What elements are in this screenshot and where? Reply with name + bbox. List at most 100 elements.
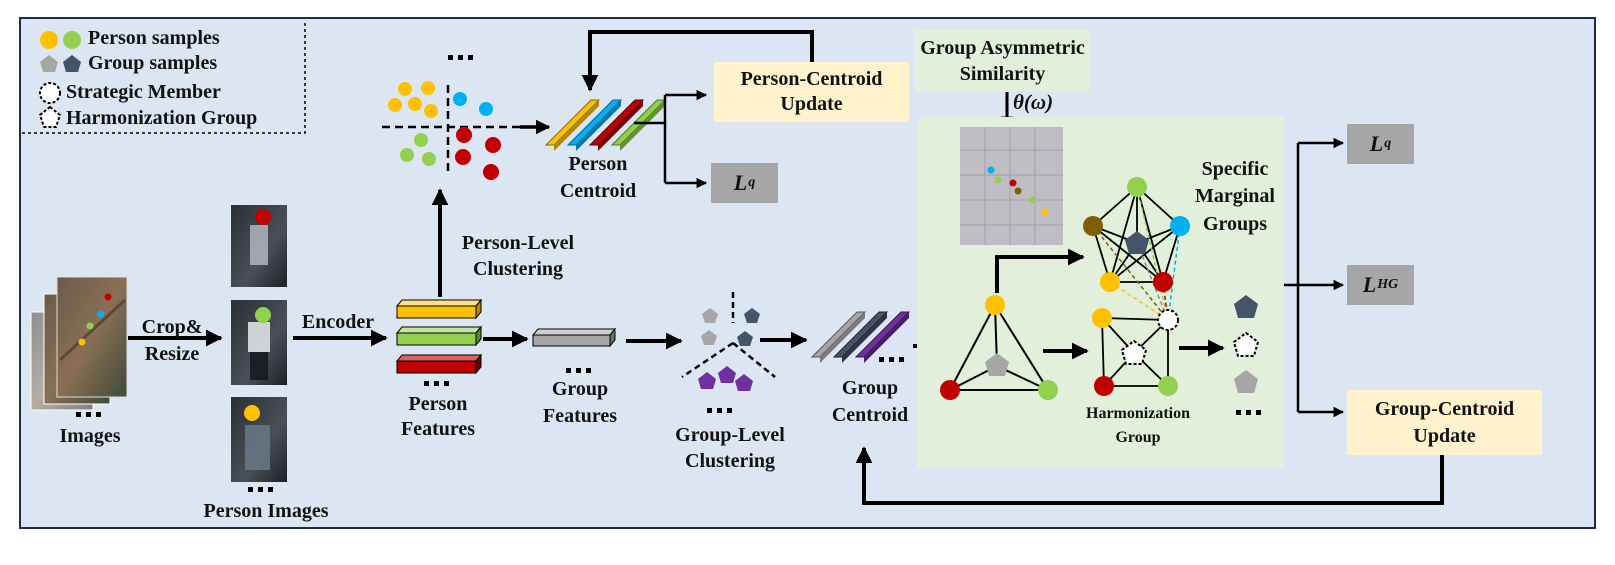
group-cluster-divider-r bbox=[732, 342, 776, 378]
person-sample-red bbox=[485, 137, 501, 153]
group-centroid-label-line2: Centroid bbox=[831, 404, 909, 426]
person-feedback-loop bbox=[581, 30, 814, 92]
marginal-groups-label-line2: Marginal bbox=[1195, 185, 1275, 207]
person-centroid-update-box bbox=[714, 62, 909, 122]
person-sample-yellow bbox=[421, 81, 435, 95]
triangle-node-red bbox=[940, 380, 960, 400]
marginal-groups-arrow bbox=[995, 248, 1085, 293]
person-image-red-marker bbox=[255, 209, 271, 225]
harmonization-node-green bbox=[1158, 376, 1178, 396]
triangle-center-group bbox=[985, 353, 1009, 376]
triangle-node-yellow bbox=[985, 295, 1005, 315]
crop-label-line2: Resize bbox=[144, 343, 200, 365]
harmonization-group-label-line1: Harmonization bbox=[1086, 405, 1190, 422]
harmonization-node-yellow bbox=[1092, 308, 1112, 328]
output-group-slate bbox=[1234, 295, 1258, 318]
person-centroid-label-line1: Person bbox=[568, 153, 628, 175]
group-sample-purple bbox=[718, 366, 736, 383]
legend-harmonization-group-label: Harmonization Group bbox=[66, 107, 258, 129]
group-centroid-bar-purple-side bbox=[864, 312, 909, 363]
aerial-marker-green2 bbox=[1028, 196, 1036, 204]
marginal-groups-label-line3: Groups bbox=[1202, 213, 1268, 235]
person-sample-yellow bbox=[398, 82, 412, 96]
aerial-marker-green bbox=[994, 176, 1002, 184]
legend-frame bbox=[22, 20, 306, 134]
aerial-marker-brown bbox=[1014, 187, 1022, 195]
encoder-label: Encoder bbox=[301, 311, 375, 333]
aerial-marker-red bbox=[1009, 179, 1017, 187]
person-sample-red bbox=[455, 149, 471, 165]
person-sample-yellow bbox=[388, 98, 402, 112]
person-loss-q-symbol: L bbox=[733, 170, 748, 195]
person-centroid-bar-yellow-side bbox=[554, 100, 599, 151]
person-centroid-update-line1: Person-Centroid bbox=[740, 68, 883, 90]
marginal-node-blue bbox=[1170, 216, 1190, 236]
ellipsis-markers bbox=[76, 55, 1261, 492]
legend-group-samples-label: Group samples bbox=[88, 52, 218, 74]
harmonization-strategic-member bbox=[1157, 309, 1179, 331]
group-sample-purple bbox=[698, 372, 716, 389]
person-sample-blue bbox=[453, 92, 467, 106]
person-image-yellow-body bbox=[245, 425, 270, 470]
group-centroid-bar-gray-side bbox=[820, 312, 865, 363]
marginal-node-brown bbox=[1083, 216, 1103, 236]
image-texture bbox=[58, 298, 127, 362]
person-centroid-bar-red-side bbox=[598, 100, 643, 151]
group-loss-q-sub: q bbox=[1384, 136, 1392, 151]
harmonization-node-red bbox=[1094, 376, 1114, 396]
group-similarity-line1: Group Asymmetric bbox=[920, 37, 1085, 59]
group-feedback-loop bbox=[855, 446, 1444, 505]
group-similarity-text: Group Asymmetric Similarity bbox=[915, 30, 1090, 92]
person-image-red-body bbox=[250, 225, 268, 265]
crop-label-line1: Crop& bbox=[141, 316, 203, 338]
legend-yellow-dot bbox=[40, 31, 58, 49]
image-marker-blue bbox=[97, 310, 105, 318]
group-centroid-bar-slate-side bbox=[842, 312, 887, 363]
legend-strategic-member-label: Strategic Member bbox=[66, 81, 221, 103]
group-features-label-line2: Features bbox=[542, 405, 618, 427]
person-image-green-legs bbox=[250, 352, 268, 380]
marginal-node-yellow bbox=[1100, 272, 1120, 292]
input-image-front bbox=[56, 276, 128, 398]
group-centroid-update-text: Group-Centroid Update bbox=[1347, 390, 1542, 455]
legend-green-dot bbox=[63, 31, 81, 49]
images-label: Images bbox=[59, 425, 121, 447]
person-image-yellow-marker bbox=[244, 405, 260, 421]
aerial-marker-blue bbox=[987, 166, 995, 174]
image-marker-green bbox=[86, 322, 94, 330]
person-centroid-update-line2: Update bbox=[780, 93, 843, 115]
group-cluster-divider-l bbox=[681, 341, 734, 379]
group-features-label-line1: Group bbox=[551, 378, 609, 400]
aerial-marker-yellow bbox=[1041, 208, 1049, 216]
marginal-center-group bbox=[1125, 231, 1149, 254]
aerial-photo-tiles bbox=[960, 127, 1063, 245]
image-marker-red bbox=[104, 293, 112, 301]
person-clustering-label-line1: Person-Level bbox=[461, 232, 575, 254]
person-sample-yellow bbox=[408, 97, 422, 111]
person-sample-red bbox=[483, 164, 499, 180]
theta-omega-label: θ(ω) bbox=[1013, 90, 1054, 114]
person-clustering-label-line2: Clustering bbox=[473, 258, 563, 280]
harmonization-center-group bbox=[1120, 339, 1148, 365]
person-image-green-marker bbox=[255, 307, 271, 323]
group-feature-bar bbox=[531, 327, 617, 348]
person-centroid-bar-blue-side bbox=[576, 100, 621, 151]
group-loss-hg-sub: HG bbox=[1377, 277, 1399, 292]
person-sample-red bbox=[456, 127, 472, 143]
legend-person-samples-label: Person samples bbox=[88, 27, 220, 49]
legend-harmonization-icon bbox=[38, 105, 62, 128]
harmonization-group-label-line2: Group bbox=[1115, 429, 1161, 446]
group-loss-hg-symbol: L bbox=[1362, 272, 1377, 297]
person-sample-green bbox=[414, 133, 428, 147]
group-sample-slate bbox=[737, 331, 753, 346]
group-sample-gray bbox=[702, 308, 718, 323]
person-centroid-label-line2: Centroid bbox=[559, 180, 637, 202]
person-sample-yellow bbox=[424, 104, 438, 118]
group-sample-purple bbox=[735, 374, 753, 391]
group-centroid-update-line2: Update bbox=[1413, 424, 1476, 447]
marginal-node-green bbox=[1127, 177, 1147, 197]
group-clustering-label-line1: Group-Level bbox=[675, 424, 785, 446]
